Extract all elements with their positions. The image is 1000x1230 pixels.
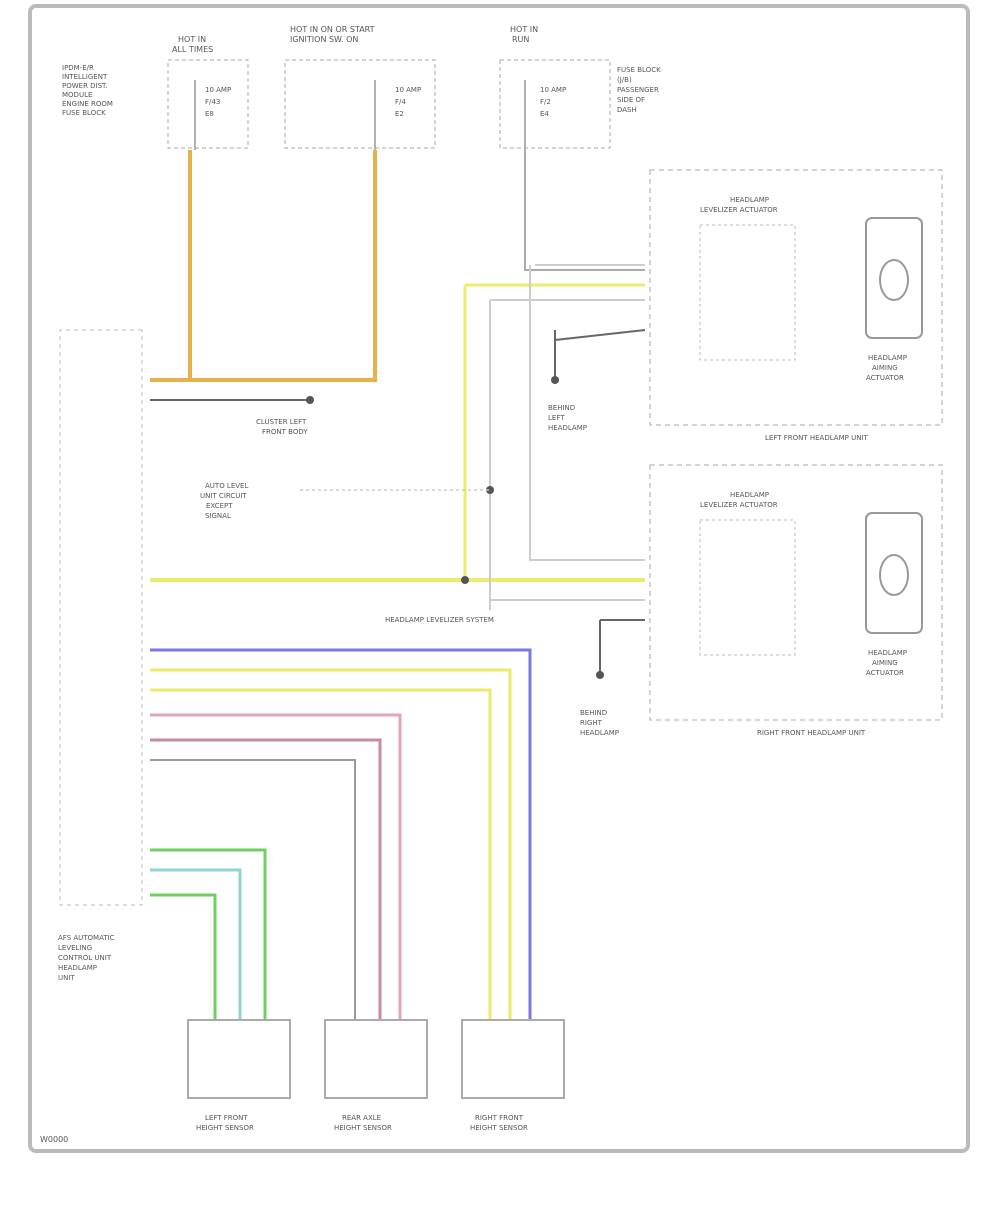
wire-pink <box>150 713 402 1020</box>
right-lamp-label: RIGHT FRONT HEADLAMP UNIT <box>757 729 866 737</box>
control-module-outline <box>59 329 143 906</box>
diagram-id: W0000 <box>40 1135 68 1144</box>
left-lamp-label: LEFT FRONT HEADLAMP UNIT <box>765 434 868 442</box>
right-front-height-sensor <box>461 1019 565 1099</box>
wire-gray-fuse3 <box>524 150 645 271</box>
wire-orange-fuse2 <box>190 150 377 382</box>
rear-axle-height-sensor <box>324 1019 428 1099</box>
wire-green <box>150 848 267 1020</box>
wire-blue <box>150 648 532 1020</box>
ground-node-1 <box>306 396 314 404</box>
left-front-height-sensor <box>187 1019 291 1099</box>
data-conn-label: HEADLAMP LEVELIZER SYSTEM <box>385 616 494 624</box>
